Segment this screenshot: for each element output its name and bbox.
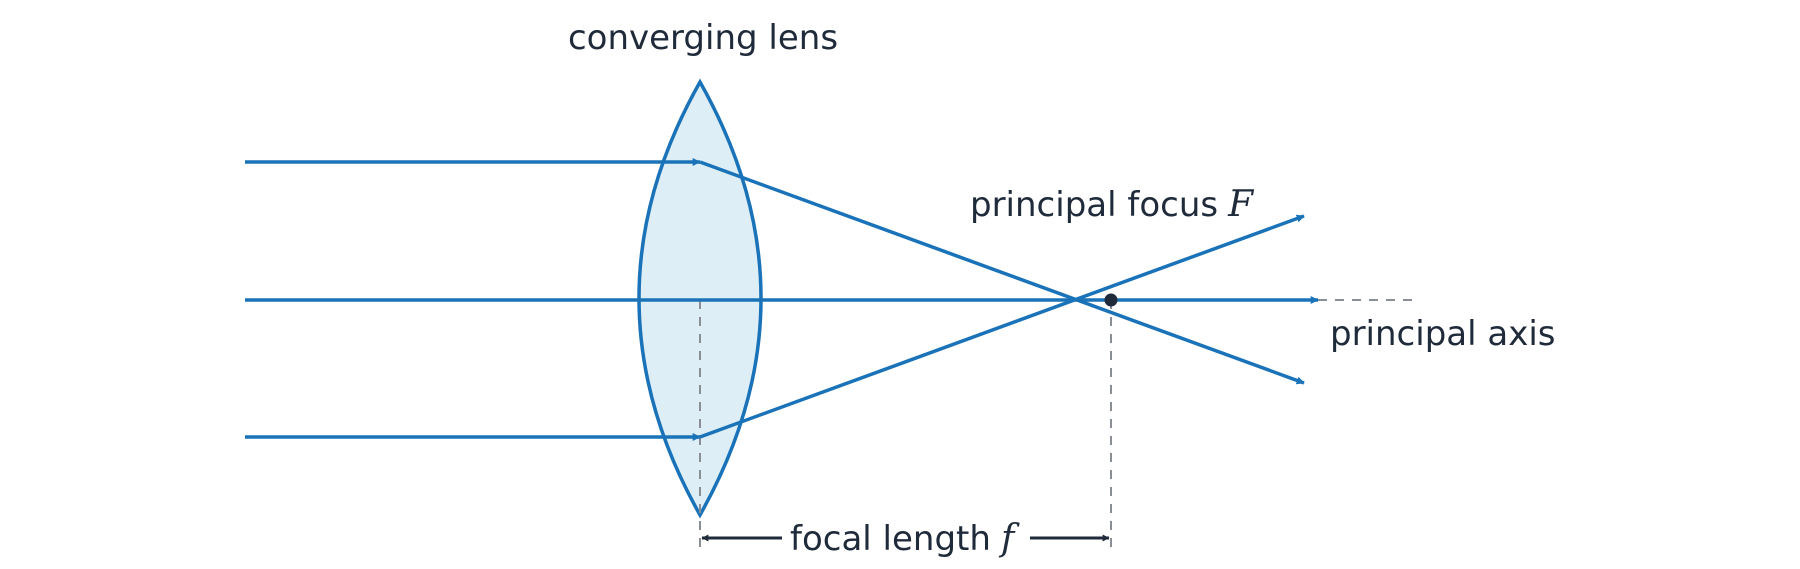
principal-axis-label: principal axis xyxy=(1330,314,1555,354)
principal-focus-point xyxy=(1104,293,1118,307)
converging-lens-label: converging lens xyxy=(568,18,838,58)
bottom-refracted-ray xyxy=(699,214,1305,439)
top-refracted-ray xyxy=(699,160,1305,385)
